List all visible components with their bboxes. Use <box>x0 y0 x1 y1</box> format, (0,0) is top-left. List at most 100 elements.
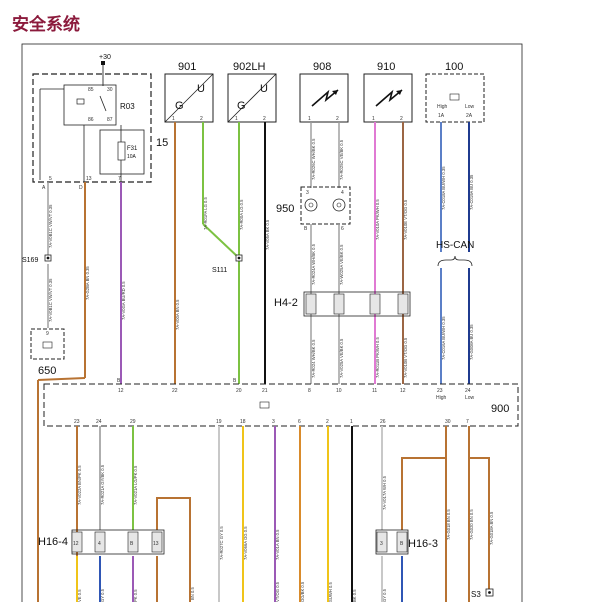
module-pin: 11 <box>372 388 377 394</box>
wire-label: 7A-V022A BN/PK 0.5 <box>77 465 82 505</box>
module-pin: 10 <box>336 388 342 394</box>
module-pin: 22 <box>172 388 178 394</box>
wire-label: 7A-G008A BU 0.35 <box>469 324 474 360</box>
wire-label: 7A-V066A OG 0.5 <box>243 526 248 560</box>
module-pin: 3 <box>272 419 275 425</box>
wire-label: 7A-R024 WH/BK 0.5 <box>311 339 316 378</box>
hscan-label: HS-CAN <box>436 240 474 251</box>
component-pin: 1 <box>235 116 238 122</box>
wire-label: 7A-V010A PK/WH 0.5 <box>375 199 380 240</box>
wire-label: 7A-R01FA LG 0.5 <box>203 197 208 230</box>
fuse-f31 <box>117 141 126 161</box>
box-pin: D <box>79 185 83 191</box>
supply-terminal <box>101 61 105 65</box>
diagram-frame <box>21 43 523 602</box>
wire-label: 7A-V00A BN 0.5 <box>175 299 180 330</box>
module-pin: 26 <box>380 419 386 425</box>
wire-label: BN 0.5 <box>190 587 195 600</box>
component-pin: 2 <box>336 116 339 122</box>
module-pin: 12 <box>118 388 124 394</box>
component-910-label: 910 <box>377 61 395 73</box>
connector-650-label: 650 <box>38 365 56 377</box>
fuse-relay-box <box>32 73 152 183</box>
wire-label: 7A-R027C GY 0.5 <box>219 526 224 560</box>
connector-h42-label: H4-2 <box>274 297 298 309</box>
wire-label: 7A-V025A VE/BK 0.5 <box>339 338 344 378</box>
page-title: 安全系统 <box>12 15 80 35</box>
module-pin: 21 <box>262 388 268 394</box>
relay-pin: 86 <box>88 117 94 123</box>
wire-label: PK 0.5 <box>133 589 138 602</box>
module-900-label: 900 <box>491 403 509 415</box>
wire-label: BK 0.5 <box>352 589 357 602</box>
wire-label: 7A-R011B PK/WH 0.5 <box>375 336 380 378</box>
box-pin: A <box>42 185 46 191</box>
module-pin: 12 <box>400 388 406 394</box>
connector-650-pin: 9 <box>46 331 49 337</box>
connector-h164 <box>71 529 165 555</box>
wire-label: 7A-R026C WH/BK 0.5 <box>311 138 316 180</box>
wire-label: 7A-V017A WH 0.5 <box>382 475 387 510</box>
connector-h164-label: H16-4 <box>38 536 68 548</box>
module-pin: 24 <box>96 419 102 425</box>
module-pin: 8 <box>308 388 311 394</box>
connector-950 <box>300 186 351 225</box>
module-pin: 18 <box>240 419 246 425</box>
module-pin: 19 <box>216 419 222 425</box>
module-pin: 1 <box>350 419 353 425</box>
module-pin: B <box>233 378 237 384</box>
module-pin-name: High <box>436 395 447 401</box>
wire-label: 7A-V05A BK 0.5 <box>265 219 270 250</box>
connector-pin: B <box>400 541 404 547</box>
wire-label: GY 0.5 <box>382 588 387 602</box>
component-pin: 1 <box>172 116 175 122</box>
fuse-name: F31 <box>127 146 138 152</box>
box-pin: 5 <box>49 176 52 182</box>
wire-label: SUWH 0.5 <box>328 582 333 602</box>
component-pin: 2 <box>200 116 203 122</box>
connector-pin: 13 <box>153 541 159 547</box>
component-pin: 2A <box>466 113 473 119</box>
fuse-holder <box>99 129 145 175</box>
component-902lh-g: G <box>237 100 246 112</box>
connector-pin: B <box>130 541 134 547</box>
wire-label: 7A-V010E VT/OG 0.5 <box>403 199 408 240</box>
relay-pin: 85 <box>88 87 94 93</box>
box-pin: 13 <box>86 176 92 182</box>
component-pin: 1 <box>372 116 375 122</box>
wire-label: 7A-R024A WH/BK 0.5 <box>311 243 316 285</box>
wire-label: 7A-V0B1C VW/VT 0.35 <box>48 278 53 322</box>
splice-s169-label: S169 <box>22 257 38 264</box>
connector-h163 <box>375 529 409 555</box>
module-pin: 23 <box>437 388 443 394</box>
wire-label: 7A-R025C VE/BK 0.5 <box>339 139 344 180</box>
wire-label: 7A-V0B1C VW/VT 0.35 <box>48 204 53 248</box>
connector-h163-label: H16-3 <box>408 538 438 550</box>
wire-label: 7A-G020 BN 0.5 <box>469 509 474 540</box>
splice-s111-label: S111 <box>212 267 227 274</box>
wire-label: 7A-V021A LG/PK 0.5 <box>133 465 138 505</box>
fuse-pin-label: 15 <box>156 137 168 149</box>
component-pin: 1 <box>308 116 311 122</box>
component-100 <box>425 73 485 123</box>
component-908-label: 908 <box>313 61 331 73</box>
connector-pin: 4 <box>341 190 344 196</box>
connector-pin: 3 <box>380 541 383 547</box>
wire-label: 7A-V01A BN 0.5 <box>275 529 280 560</box>
connector-pin: 12 <box>73 541 79 547</box>
module-pin: 24 <box>465 388 471 394</box>
module-pin: 6 <box>298 419 301 425</box>
wire-label: VT/OG 0.5 <box>275 581 280 602</box>
component-pin: 2 <box>263 116 266 122</box>
connector-pin: B <box>304 226 308 232</box>
component-100-label: 100 <box>445 61 463 73</box>
wire-label: 7A-W025A VE/BK 0.5 <box>339 244 344 285</box>
module-pin: B <box>117 378 121 384</box>
supply-label: +30 <box>99 54 111 61</box>
wire-label: 7A-V0GA BU/RD 0.5 <box>121 281 126 320</box>
module-900 <box>43 383 519 427</box>
wire-label: 7A-C019A BU 0.35 <box>469 174 474 210</box>
module-pin: 23 <box>74 419 80 425</box>
component-901-g: G <box>175 100 184 112</box>
